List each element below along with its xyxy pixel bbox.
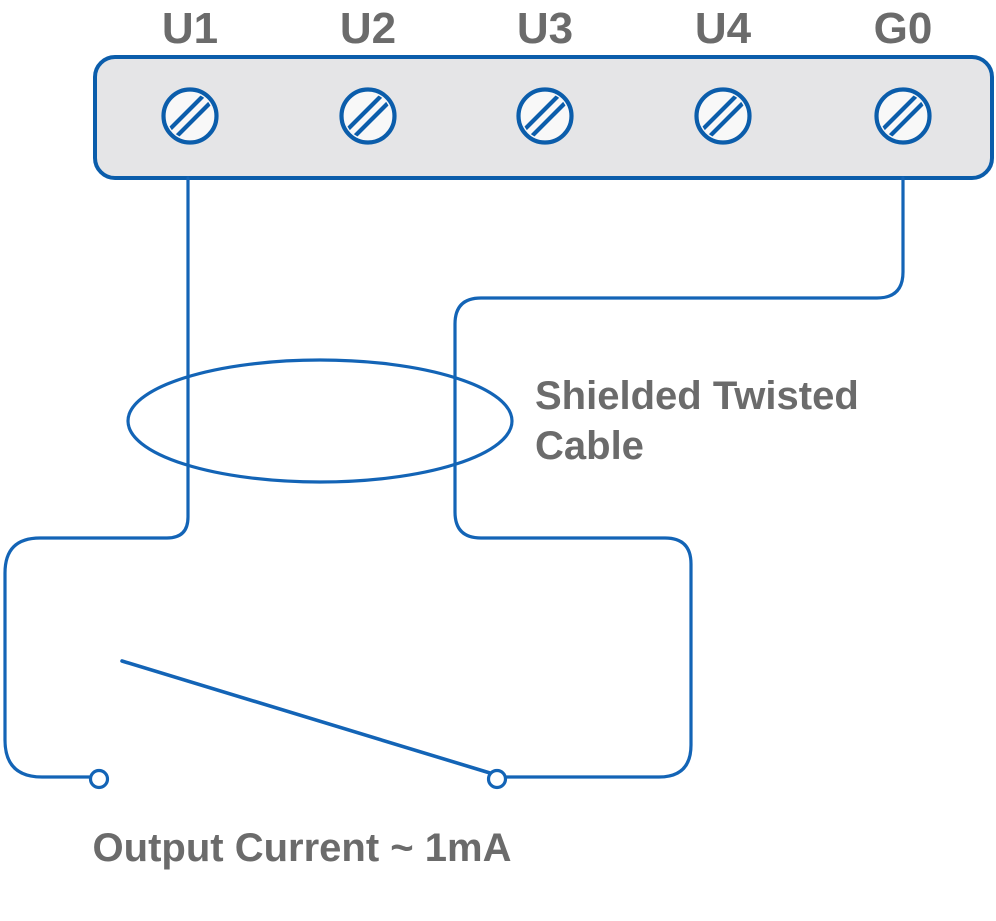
terminal-label-u4: U4 xyxy=(694,4,752,53)
cable-shield-ellipse xyxy=(126,358,514,484)
screw-terminal-icon xyxy=(339,87,397,145)
screw-terminals xyxy=(161,87,932,145)
switch-contact-left xyxy=(88,768,110,790)
screw-terminal-icon xyxy=(161,87,219,145)
terminal-label-g0: G0 xyxy=(873,4,933,53)
switch-contact-right xyxy=(486,768,508,790)
terminal-label-u3: U3 xyxy=(516,4,574,53)
screw-terminal-icon xyxy=(516,87,574,145)
terminal-label-u2: U2 xyxy=(339,4,397,53)
screw-terminal-icon xyxy=(874,87,932,145)
terminal-label-u1: U1 xyxy=(161,4,219,53)
screw-terminal-icon xyxy=(694,87,752,145)
switch-lever xyxy=(120,659,492,775)
wire-u1 xyxy=(3,176,190,779)
cable-label: Shielded Twisted Cable xyxy=(535,374,859,468)
output-label: Output Current ~ 1mA xyxy=(92,826,512,870)
wire-g0 xyxy=(453,176,905,779)
